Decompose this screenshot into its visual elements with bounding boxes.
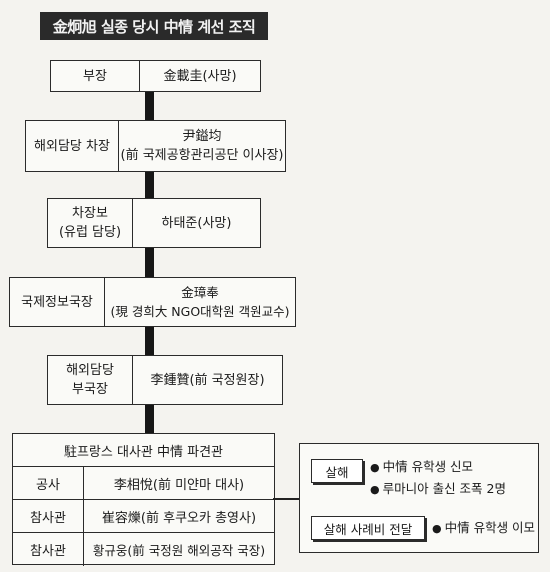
list-item: 中情 유학생 신모	[370, 456, 506, 478]
chain-name: 李鍾贊(前 국정원장)	[150, 372, 265, 388]
murder-list: 中情 유학생 신모 루마니아 출신 조폭 2명	[370, 456, 506, 500]
payment-list: 中情 유학생 이모	[432, 517, 535, 539]
chain-name: 하태준(사망)	[161, 215, 232, 231]
table-row: 공사 李相悅(前 미얀마 대사)	[13, 467, 274, 500]
chain-label: 차장보 (유럽 담당)	[48, 199, 133, 247]
role-cell: 참사관	[13, 533, 84, 566]
murder-tag: 살해	[311, 459, 363, 483]
side-connector	[273, 498, 300, 500]
chain-label: 해외담당 부국장	[48, 356, 133, 404]
chain-label: 해외담당 차장	[26, 121, 119, 171]
chain-box-bureau-chief: 국제정보국장 金璋奉 (現 경희大 NGO대학원 객원교수)	[9, 277, 296, 327]
diagram-title: 金炯旭 실종 당시 中情 계선 조직	[40, 12, 268, 40]
chain-name: 金璋奉 (現 경희大 NGO대학원 객원교수)	[110, 285, 290, 319]
name-cell: 李相悅(前 미얀마 대사)	[113, 477, 245, 493]
role-cell: 참사관	[13, 500, 84, 532]
chain-box-assistant-deputy: 차장보 (유럽 담당) 하태준(사망)	[47, 198, 261, 248]
chain-box-deputy-bureau-chief: 해외담당 부국장 李鍾贊(前 국정원장)	[47, 355, 283, 405]
operatives-box: 살해 中情 유학생 신모 루마니아 출신 조폭 2명 살해 사례비 전달 中情 …	[299, 443, 539, 553]
table-row: 참사관 황규웅(前 국정원 해외공작 국장)	[13, 533, 274, 566]
name-cell: 崔容爍(前 후쿠오카 총영사)	[101, 510, 257, 526]
name-cell: 황규웅(前 국정원 해외공작 국장)	[92, 543, 266, 558]
chain-name: 金載圭(사망)	[163, 68, 237, 84]
role-cell: 공사	[13, 467, 84, 499]
list-item: 中情 유학생 이모	[432, 517, 535, 539]
chain-box-director: 부장 金載圭(사망)	[50, 60, 261, 92]
chain-connector	[145, 60, 154, 440]
list-item: 루마니아 출신 조폭 2명	[370, 478, 506, 500]
chain-name: 尹鎰均 (前 국제공항관리공단 이사장)	[120, 129, 284, 163]
payment-tag: 살해 사례비 전달	[311, 516, 425, 540]
chain-label: 부장	[51, 61, 140, 91]
paris-station-header: 駐프랑스 대사관 中情 파견관	[13, 434, 274, 467]
chain-box-deputy-director: 해외담당 차장 尹鎰均 (前 국제공항관리공단 이사장)	[25, 120, 286, 172]
chain-label: 국제정보국장	[10, 278, 105, 326]
table-row: 참사관 崔容爍(前 후쿠오카 총영사)	[13, 500, 274, 533]
paris-station-table: 駐프랑스 대사관 中情 파견관 공사 李相悅(前 미얀마 대사) 참사관 崔容爍…	[12, 433, 275, 566]
